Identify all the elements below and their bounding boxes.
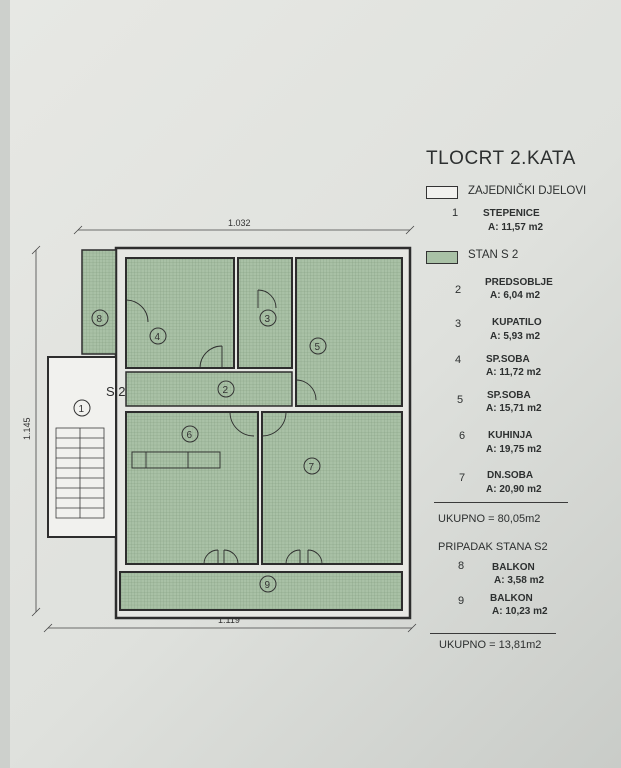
room-6 — [125, 411, 259, 565]
divider — [430, 633, 556, 634]
room-3 — [237, 257, 293, 369]
room-row-name: BALKON — [490, 593, 533, 604]
room-number-3: 3 — [265, 314, 271, 325]
room-row-num: 3 — [455, 318, 462, 330]
divider — [434, 502, 568, 503]
staircase-area — [47, 356, 117, 538]
room-5 — [295, 257, 403, 407]
legend-swatch-common — [426, 186, 458, 199]
room-number-markers — [73, 309, 327, 593]
apartment-label: S 2 — [106, 384, 126, 399]
page-title: TLOCRT 2.KATA — [426, 148, 576, 169]
apartment-total: UKUPNO = 80,05m2 — [438, 513, 541, 525]
room-row-name: SP.SOBA — [486, 354, 530, 365]
dimension-top-label: 1.032 — [228, 218, 251, 228]
dimension-bottom-label: 1.119 — [218, 615, 240, 625]
room-row-name: KUHINJA — [488, 430, 533, 441]
dimension-bottom — [43, 623, 417, 633]
room-number-8: 8 — [97, 314, 103, 325]
balcony-9 — [119, 571, 403, 611]
room-row-area: A: 6,04 m2 — [490, 290, 541, 301]
dimension-left-label: 1.145 — [22, 417, 32, 440]
room-number-9: 9 — [265, 580, 271, 591]
legend-label-apartment: STAN S 2 — [468, 249, 519, 261]
room-row-num: 7 — [459, 472, 466, 484]
room-row-name: KUPATILO — [492, 317, 542, 328]
doors — [125, 289, 323, 565]
dimension-top — [73, 225, 415, 235]
room-row-name: PREDSOBLJE — [485, 277, 553, 288]
balcony-8 — [81, 249, 117, 355]
room-number-2: 2 — [223, 385, 229, 396]
room-row-num: 9 — [458, 595, 465, 607]
room-row-area: A: 19,75 m2 — [486, 444, 542, 455]
room-number-7: 7 — [309, 462, 315, 473]
room-row-num: 1 — [452, 207, 459, 219]
room-row-name: BALKON — [492, 562, 535, 573]
room-row-num: 2 — [455, 284, 462, 296]
room-row-area: A: 20,90 m2 — [486, 484, 542, 495]
legend-label-common: ZAJEDNIČKI DJELOVI — [468, 185, 587, 197]
room-4 — [125, 257, 235, 369]
room-7 — [261, 411, 403, 565]
room-row-name: STEPENICE — [483, 208, 540, 219]
room-row-name: SP.SOBA — [487, 390, 531, 401]
belonging-total: UKUPNO = 13,81m2 — [439, 639, 542, 651]
room-row-num: 4 — [455, 354, 462, 366]
room-row-area: A: 15,71 m2 — [486, 403, 542, 414]
room-row-area: A: 11,72 m2 — [486, 367, 542, 378]
room-row-area: A: 10,23 m2 — [492, 606, 548, 617]
room-row-area: A: 11,57 m2 — [488, 222, 544, 233]
legend-swatch-apartment — [426, 251, 458, 264]
room-row-area: A: 5,93 m2 — [490, 331, 541, 342]
room-number-4: 4 — [155, 332, 161, 343]
room-row-num: 5 — [457, 394, 464, 406]
stairs — [55, 427, 105, 519]
belonging-title: PRIPADAK STANA S2 — [438, 541, 548, 553]
room-number-5: 5 — [315, 342, 321, 353]
room-row-name: DN.SOBA — [487, 470, 534, 481]
room-number-1: 1 — [79, 404, 85, 415]
room-row-area: A: 3,58 m2 — [494, 575, 545, 586]
room-row-num: 8 — [458, 560, 465, 572]
kitchen-fixtures — [131, 451, 221, 469]
room-row-num: 6 — [459, 430, 466, 442]
room-2 — [125, 371, 293, 407]
dimension-left — [31, 245, 41, 617]
room-number-6: 6 — [187, 430, 193, 441]
